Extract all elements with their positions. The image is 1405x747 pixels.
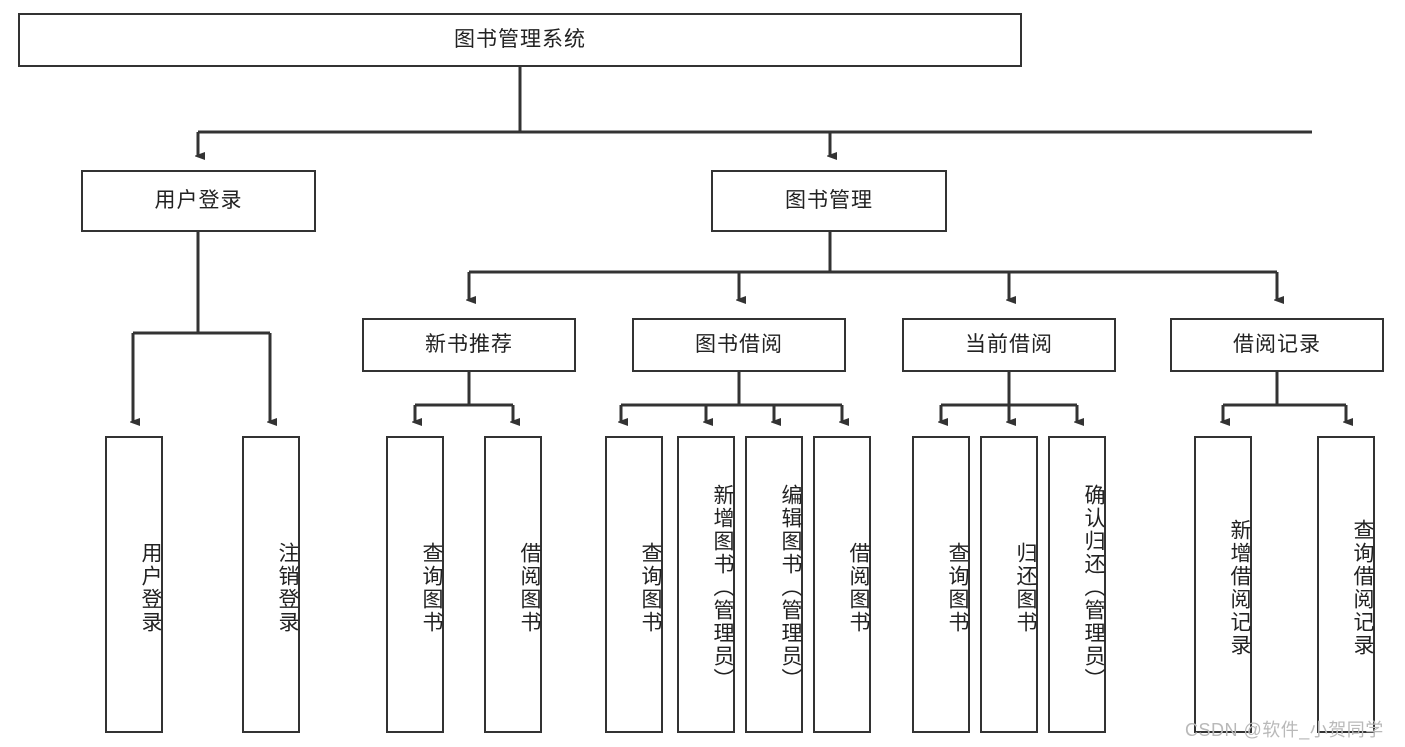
node-borrow-records-label: 借阅记录 <box>1233 333 1321 357</box>
node-book-borrow-label: 图书借阅 <box>695 333 783 357</box>
leaf-edit-book-admin-label: 编辑图书（管理员） <box>779 484 802 691</box>
node-current-borrow[interactable]: 当前借阅 <box>902 318 1116 372</box>
leaf-query-books-recommend[interactable]: 查询图书 <box>386 436 444 733</box>
leaf-user-login-label: 用户登录 <box>139 541 162 634</box>
node-root[interactable]: 图书管理系统 <box>18 13 1022 67</box>
node-current-borrow-label: 当前借阅 <box>965 333 1053 357</box>
leaf-query-books-current-label: 查询图书 <box>946 541 969 634</box>
leaf-query-borrow-record-label: 查询借阅记录 <box>1351 518 1374 657</box>
leaf-borrow-books-recommend[interactable]: 借阅图书 <box>484 436 542 733</box>
leaf-query-books-recommend-label: 查询图书 <box>420 541 443 634</box>
leaf-confirm-return-admin-label: 确认归还（管理员） <box>1082 484 1105 691</box>
leaf-add-book-admin-label: 新增图书（管理员） <box>711 484 734 691</box>
leaf-edit-book-admin[interactable]: 编辑图书（管理员） <box>745 436 803 733</box>
leaf-borrow-books-label: 借阅图书 <box>847 541 870 634</box>
node-root-label: 图书管理系统 <box>454 28 586 52</box>
watermark: CSDN @软件_小贺同学 <box>1185 720 1384 740</box>
leaf-add-borrow-record-label: 新增借阅记录 <box>1228 518 1251 657</box>
leaf-logout[interactable]: 注销登录 <box>242 436 300 733</box>
node-book-borrow[interactable]: 图书借阅 <box>632 318 846 372</box>
node-new-book-recommend-label: 新书推荐 <box>425 333 513 357</box>
leaf-return-books-label: 归还图书 <box>1014 541 1037 634</box>
leaf-query-books-borrow[interactable]: 查询图书 <box>605 436 663 733</box>
node-user-login-label: 用户登录 <box>154 189 243 213</box>
leaf-query-borrow-record[interactable]: 查询借阅记录 <box>1317 436 1375 733</box>
leaf-user-login[interactable]: 用户登录 <box>105 436 163 733</box>
leaf-query-books-borrow-label: 查询图书 <box>639 541 662 634</box>
node-book-management-label: 图书管理 <box>785 189 873 213</box>
leaf-borrow-books[interactable]: 借阅图书 <box>813 436 871 733</box>
leaf-add-borrow-record[interactable]: 新增借阅记录 <box>1194 436 1252 733</box>
node-borrow-records[interactable]: 借阅记录 <box>1170 318 1384 372</box>
leaf-query-books-current[interactable]: 查询图书 <box>912 436 970 733</box>
leaf-logout-label: 注销登录 <box>276 541 299 634</box>
node-new-book-recommend[interactable]: 新书推荐 <box>362 318 576 372</box>
leaf-return-books[interactable]: 归还图书 <box>980 436 1038 733</box>
leaf-borrow-books-recommend-label: 借阅图书 <box>518 541 541 634</box>
leaf-add-book-admin[interactable]: 新增图书（管理员） <box>677 436 735 733</box>
leaf-confirm-return-admin[interactable]: 确认归还（管理员） <box>1048 436 1106 733</box>
node-book-management[interactable]: 图书管理 <box>711 170 947 232</box>
node-user-login[interactable]: 用户登录 <box>81 170 316 232</box>
